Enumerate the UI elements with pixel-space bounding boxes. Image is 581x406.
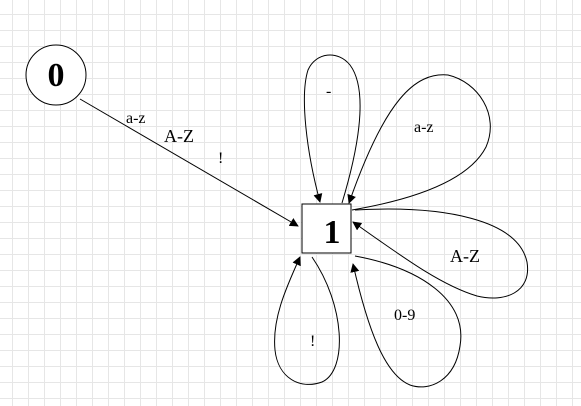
- state-start[interactable]: 0: [25, 44, 87, 106]
- loop-label-bang: !: [310, 333, 315, 350]
- loop-label-digits: 0-9: [394, 307, 415, 324]
- edge-label-a-z: a-z: [126, 110, 146, 127]
- loop-digits: [350, 255, 462, 388]
- loop-upper-az: [352, 208, 529, 299]
- loop-bang: [274, 256, 340, 385]
- state-start-label: 0: [48, 57, 65, 94]
- state-accept-box: [301, 203, 352, 254]
- loop-label-upper: A-Z: [450, 246, 480, 266]
- state-accept[interactable]: 1: [301, 203, 352, 254]
- state-start-circle: [25, 44, 87, 106]
- edge-start-to-accept: [79, 98, 299, 227]
- edge-label-A-Z: A-Z: [164, 126, 194, 146]
- state-accept-label: 1: [324, 214, 341, 251]
- loop-label-lower: a-z: [414, 119, 434, 136]
- edge-label-bang: !: [218, 150, 223, 167]
- loop-label-dash: -: [326, 83, 331, 100]
- loop-lower-az: [347, 74, 491, 211]
- loop-dash: [303, 54, 361, 204]
